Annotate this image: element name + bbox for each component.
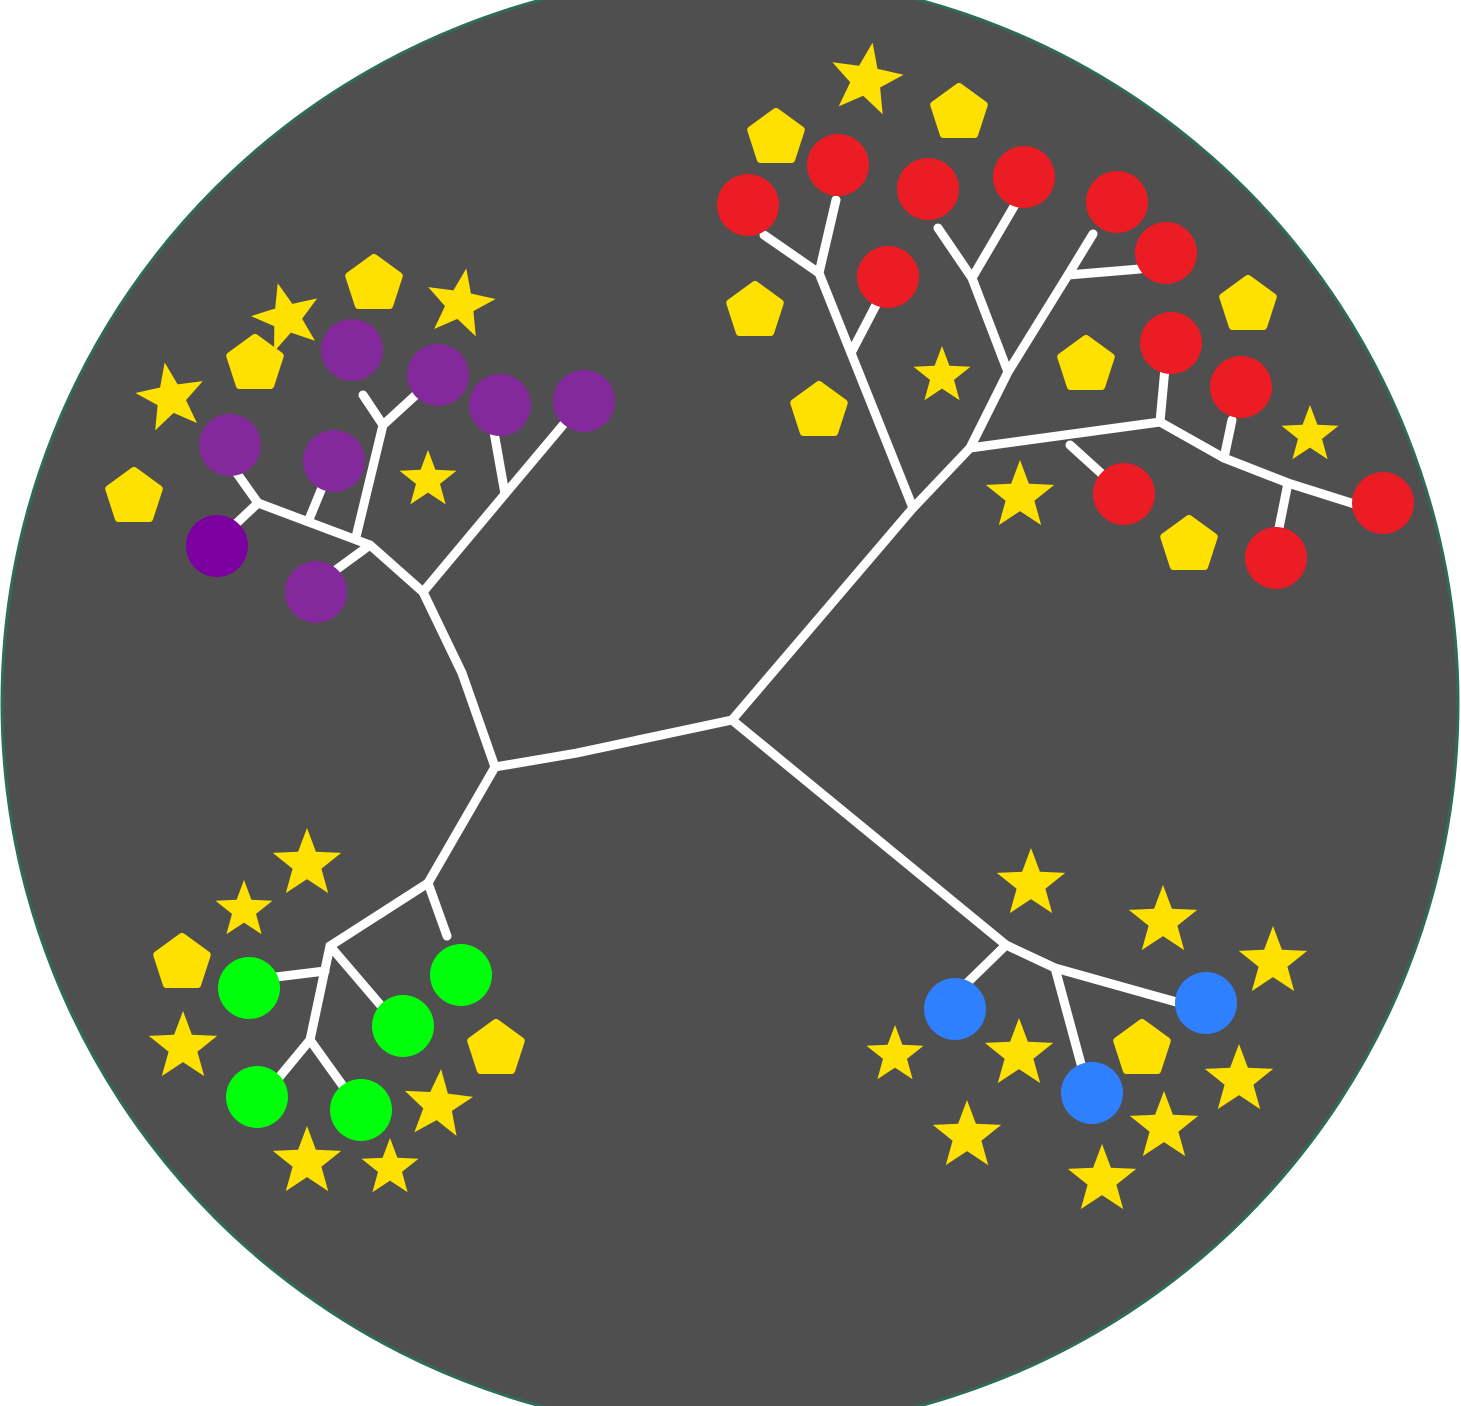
tree-branch: [1065, 440, 1107, 479]
tree-branch: [846, 300, 881, 358]
star-icon: [272, 1126, 342, 1192]
red-leaf-node: [1140, 312, 1202, 374]
purple-leaf-node: [199, 414, 261, 476]
green-leaf-node: [430, 944, 492, 1006]
purple-leaf-node: [303, 430, 365, 492]
green-leaf-node: [226, 1066, 288, 1128]
blue-leaf-node: [1175, 972, 1237, 1034]
blue-leaf-node: [924, 978, 986, 1040]
star-icon: [1129, 1091, 1199, 1157]
tree-branch: [1155, 363, 1170, 427]
tree-branch: [423, 878, 452, 941]
pentagon-icon: [1219, 275, 1277, 330]
decorations: [105, 42, 1339, 1210]
star-icon: [985, 460, 1055, 526]
pentagon-icon: [1160, 515, 1218, 570]
star-icon: [428, 268, 496, 337]
star-icon: [215, 880, 273, 935]
star-icon: [1238, 926, 1308, 992]
star-icon: [148, 1011, 218, 1077]
tree-branch: [305, 1035, 348, 1091]
pentagon-icon: [226, 334, 284, 389]
pentagon-icon: [345, 254, 403, 309]
pentagon-icon: [467, 1019, 525, 1074]
star-icon: [1281, 405, 1339, 460]
green-leaf-node: [218, 957, 280, 1019]
red-leaf-node: [717, 174, 779, 236]
pentagon-icon: [747, 108, 805, 163]
pentagon-icon: [105, 467, 163, 522]
tree-branch: [1219, 415, 1237, 463]
green-leaf-node: [330, 1079, 392, 1141]
tree-branch: [489, 427, 510, 499]
star-icon: [135, 362, 203, 431]
star-icon: [932, 1100, 1002, 1166]
pentagon-icon: [1113, 1019, 1171, 1074]
red-leaf-node: [1086, 171, 1148, 233]
leaf-nodes: [186, 134, 1414, 1141]
tree-branch: [727, 715, 1011, 950]
purple-leaf-node: [285, 561, 347, 623]
tree-branch: [1274, 478, 1293, 533]
star-icon: [399, 450, 457, 505]
tree-branch: [271, 966, 330, 982]
pentagon-icon: [790, 381, 848, 436]
red-leaf-node: [1210, 356, 1272, 418]
tree-branch: [325, 941, 388, 1013]
purple-leaf-node: [553, 370, 615, 432]
pentagon-icon: [930, 83, 988, 138]
blue-leaf-node: [1061, 1062, 1123, 1124]
red-leaf-node: [1245, 527, 1307, 589]
pentagon-icon: [153, 933, 211, 988]
tree-branch: [423, 762, 500, 888]
tree-branch: [271, 878, 433, 1086]
tree-branch: [967, 198, 1021, 283]
tree-branch: [378, 388, 423, 430]
star-icon: [272, 828, 342, 894]
tree-branch: [418, 587, 500, 772]
star-icon: [832, 42, 904, 115]
star-icon: [1204, 1044, 1274, 1110]
green-leaf-node: [372, 995, 434, 1057]
star-icon: [361, 1138, 419, 1193]
purple-leaf-node: [321, 319, 383, 381]
star-icon: [1128, 885, 1198, 951]
star-icon: [996, 848, 1066, 914]
purple-leaf-node: [186, 515, 248, 577]
star-icon: [404, 1069, 474, 1136]
red-leaf-node: [857, 246, 919, 308]
tree-branch: [759, 230, 918, 513]
tree-branch: [965, 229, 1098, 453]
pentagon-icon: [1057, 335, 1115, 390]
tree-branch: [1050, 963, 1089, 1080]
tree-branch: [960, 940, 1011, 990]
red-leaf-node: [1093, 463, 1155, 525]
red-leaf-node: [807, 134, 869, 196]
red-leaf-node: [993, 146, 1055, 208]
red-leaf-node: [897, 158, 959, 220]
star-icon: [251, 283, 318, 352]
tree-branch: [1063, 264, 1145, 280]
star-icon: [866, 1025, 924, 1080]
star-icon: [984, 1018, 1054, 1084]
purple-leaf-node: [407, 344, 469, 406]
tree-branch: [231, 467, 428, 597]
tree-branch: [490, 715, 737, 772]
star-icon: [1067, 1144, 1137, 1210]
star-icon: [913, 346, 971, 401]
red-leaf-node: [1135, 222, 1197, 284]
red-leaf-node: [1352, 472, 1414, 534]
purple-leaf-node: [469, 374, 531, 436]
tree-branch: [814, 195, 841, 278]
pentagon-icon: [726, 281, 784, 336]
